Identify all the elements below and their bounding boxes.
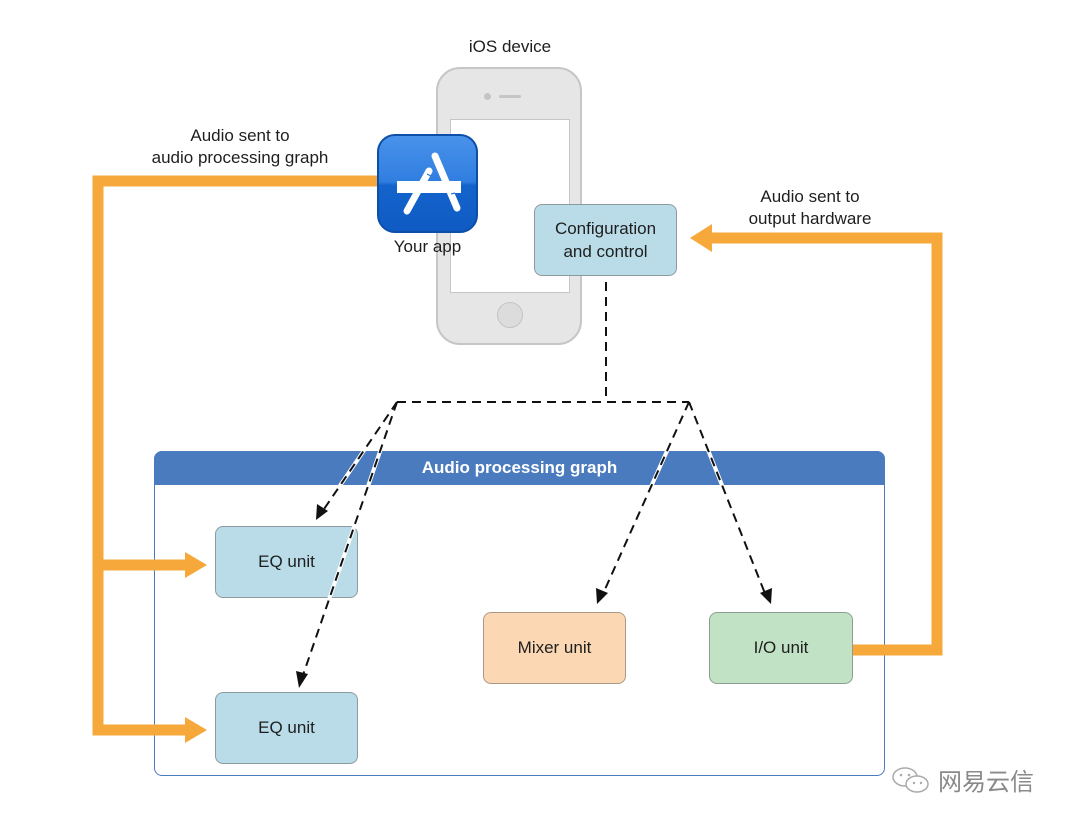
output-annotation: Audio sent to output hardware [748, 187, 872, 228]
eq-unit-bottom[interactable]: EQ unit [215, 692, 358, 764]
iphone-camera [484, 93, 491, 100]
iphone-home-button [497, 302, 523, 328]
arrowhead-mixer [596, 588, 608, 604]
iphone-speaker [499, 95, 521, 98]
arrowhead-eq-top [316, 504, 328, 520]
pencil-ruler-glyph [397, 152, 461, 215]
config-line1: Configuration [554, 219, 657, 238]
app-store-icon[interactable] [377, 134, 478, 233]
io-unit[interactable]: I/O unit [709, 612, 853, 684]
control-to-mixer [601, 401, 690, 597]
graph-header: Audio processing graph [154, 451, 885, 485]
arrow-to-config [690, 224, 712, 252]
device-title: iOS device [468, 37, 552, 56]
arrowhead-io [760, 588, 772, 604]
watermark: 网易云信 [890, 762, 1034, 797]
control-to-eq-bottom [301, 401, 398, 679]
arrowhead-eq-bottom [296, 671, 308, 688]
mixer-unit[interactable]: Mixer unit [483, 612, 626, 684]
config-line2: and control [563, 242, 648, 261]
configuration-control-box[interactable]: Configuration and control [534, 204, 677, 276]
watermark-text: 网易云信 [938, 768, 1034, 796]
control-to-eq-top [321, 401, 398, 513]
control-to-io [688, 401, 767, 597]
app-label: Your app [393, 237, 462, 256]
wechat-icon [892, 766, 929, 793]
input-annotation: Audio sent to audio processing graph [151, 126, 329, 167]
